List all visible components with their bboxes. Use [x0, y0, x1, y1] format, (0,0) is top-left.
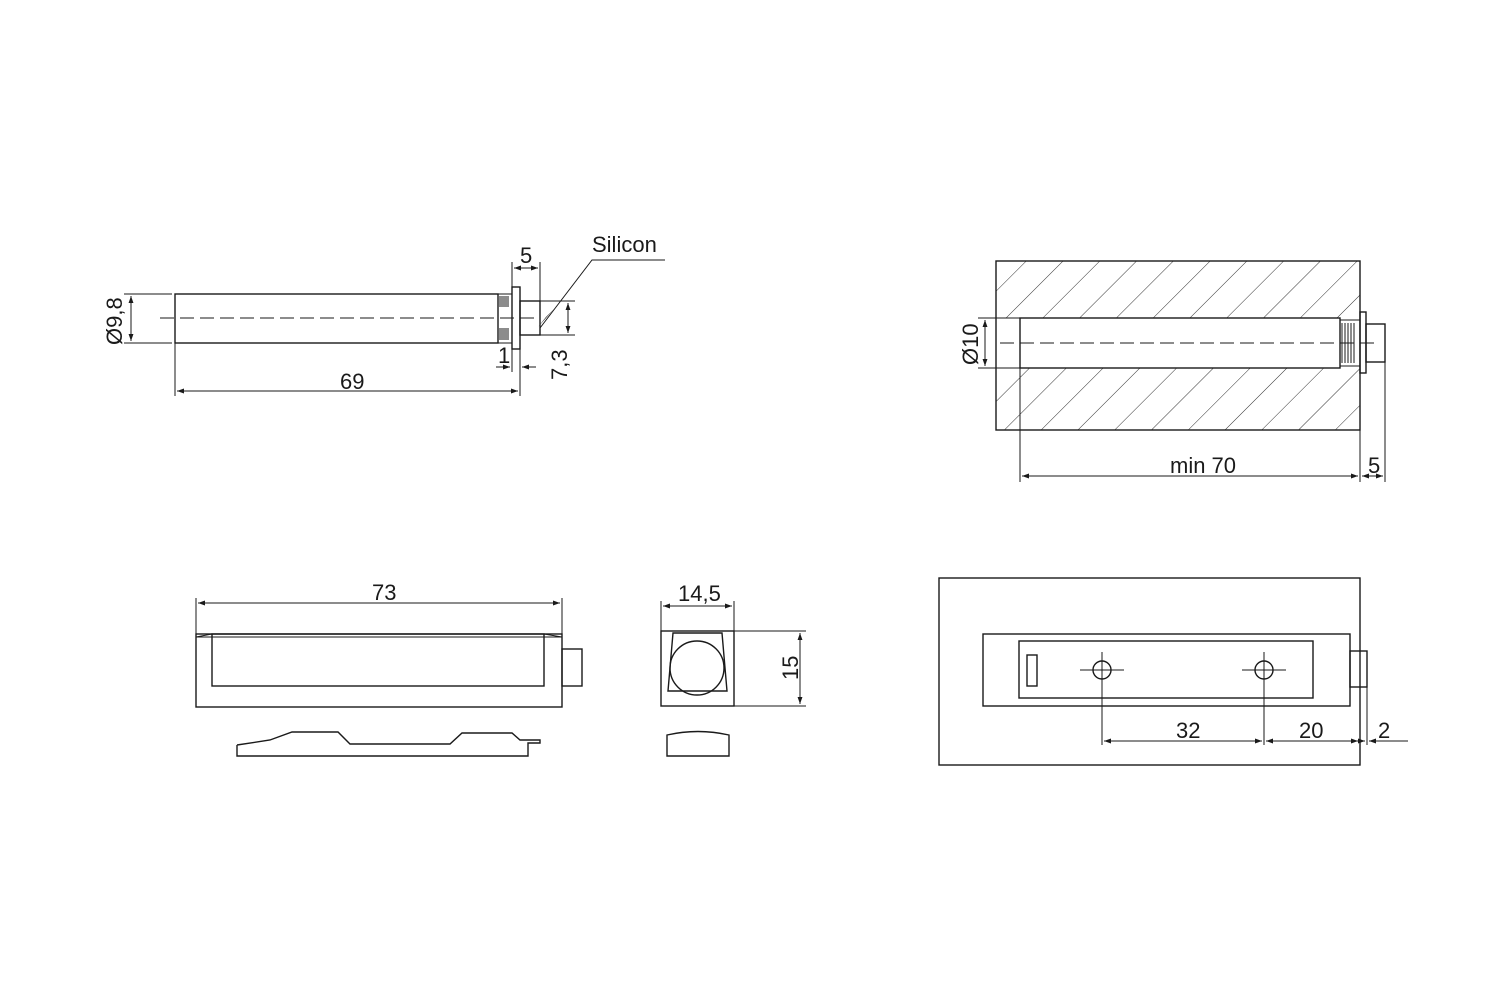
end-plate-profile: [666, 730, 730, 757]
mounting-plate-profile: [236, 731, 541, 757]
dim-min-70: min 70: [1170, 453, 1236, 478]
dim-diameter-9-8: Ø9,8: [102, 297, 127, 345]
silicon-leader: [539, 259, 665, 329]
end-tip-circle: [669, 640, 725, 696]
cylinder-side-view: Silicon Ø9,8 5 7,3 1 69: [102, 232, 665, 396]
dim-32: 32: [1176, 718, 1200, 743]
housing: [195, 633, 563, 708]
slot: [1026, 654, 1038, 687]
dim-73: 73: [372, 580, 396, 605]
dim-20: 20: [1299, 718, 1323, 743]
dim-14-5: 14,5: [678, 581, 721, 606]
silicon-tip: [519, 300, 541, 336]
surface-bumper-end-view: 14,5 15: [660, 581, 806, 757]
housing-inner: [211, 633, 545, 687]
bore-section-view: Ø10 min 70 5: [958, 260, 1386, 482]
bumper-base: [982, 633, 1351, 707]
dim-15: 15: [778, 656, 803, 680]
cabinet-panel: [938, 577, 1361, 766]
dim-5-top: 5: [520, 243, 532, 268]
housing-tip: [561, 648, 583, 687]
dim-69: 69: [340, 369, 364, 394]
dim-diameter-10: Ø10: [958, 323, 983, 365]
dim-1: 1: [498, 343, 510, 368]
top-view-tip: [1349, 650, 1368, 688]
bumper-top-plate: [1018, 640, 1314, 699]
installed-tip: [1365, 323, 1386, 363]
silicon-label: Silicon: [592, 232, 657, 257]
dim-2: 2: [1378, 718, 1390, 743]
dim-7-3: 7,3: [547, 349, 572, 380]
dim-5-right: 5: [1368, 453, 1380, 478]
silicon-leader-arrow: [538, 309, 554, 327]
surface-bumper-front-view: 73: [195, 580, 583, 757]
installed-cylinder-ribs: [1339, 319, 1361, 367]
surface-bumper-top-view: 32 20 2: [938, 577, 1408, 766]
